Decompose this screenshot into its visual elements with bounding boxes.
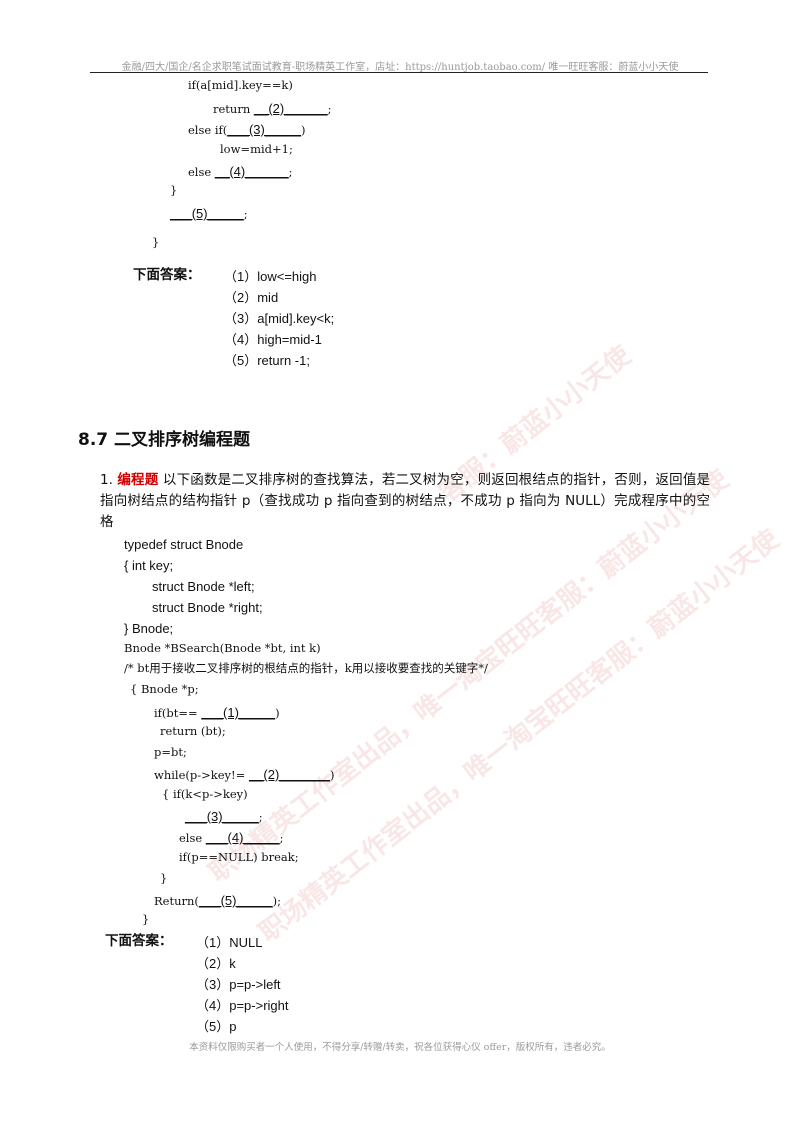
code-line: if(bt== ___(1)_____)	[154, 706, 280, 720]
code-text: ;	[243, 207, 248, 221]
fill-blank: ___(3)_____	[227, 122, 302, 137]
question-text: 1. 编程题 以下函数是二叉排序树的查找算法，若二叉树为空，则返回根结点的指针，…	[100, 470, 710, 533]
answer-item: （1）low<=high	[224, 269, 317, 284]
code-line: { if(k<p->key)	[162, 787, 248, 801]
code-text: )	[275, 706, 280, 720]
answer-item: （3）p=p->left	[196, 977, 281, 992]
code-text: Return(	[154, 894, 199, 908]
question-tag: 编程题	[117, 472, 159, 488]
code-text: ;	[288, 165, 293, 179]
answer-item: （2）mid	[224, 290, 279, 305]
fill-blank: ___(3)_____	[185, 809, 259, 824]
code-line: Bnode *BSearch(Bnode *bt, int k)	[124, 641, 321, 655]
code-line: p=bt;	[154, 745, 187, 759]
answer-item: （4）p=p->right	[196, 998, 289, 1013]
answer-item: （2）k	[196, 956, 236, 971]
header-divider	[90, 72, 708, 73]
code-text: else if(	[188, 123, 228, 137]
code-text: ;	[258, 810, 263, 824]
code-line: } Bnode;	[124, 621, 174, 636]
code-line: else ___(4)_____;	[179, 831, 283, 845]
code-text: ;	[279, 831, 284, 845]
code-text: else	[179, 831, 206, 845]
answer-label: 下面答案：	[133, 267, 201, 283]
page-header: 金融/四大/国企/名企求职笔试面试教育-职场精英工作室，店址：https://h…	[121, 62, 679, 73]
answer-item: （1）NULL	[196, 935, 263, 950]
code-line: { Bnode *p;	[130, 682, 199, 696]
code-line: }	[170, 183, 178, 197]
fill-blank: __(2)_______	[248, 767, 330, 782]
fill-blank: ___(1)_____	[201, 705, 276, 720]
code-line: return __(2)______;	[213, 102, 332, 116]
fill-blank: ___(5)_____	[198, 893, 273, 908]
code-line: typedef struct Bnode	[124, 537, 244, 552]
question-number: 1.	[100, 472, 118, 488]
code-line: return (bt);	[160, 724, 226, 738]
answer-item: （5）p	[196, 1019, 237, 1034]
watermark-text: 职场精英工作室出品，唯一淘宝旺旺客服：蔚蓝小小天使	[253, 524, 785, 949]
page-footer: 本资料仅限购买者一个人使用，不得分享/转赠/转卖，祝各位获得心仪 offer，版…	[189, 1042, 611, 1053]
fill-blank: ___(5)_____	[170, 206, 244, 221]
fill-blank: __(2)______	[253, 101, 328, 116]
code-line: while(p->key!= __(2)_______)	[154, 768, 334, 782]
fill-blank: ___(4)_____	[205, 830, 280, 845]
section-title: 8.7 二叉排序树编程题	[78, 430, 251, 450]
code-text: ;	[327, 102, 332, 116]
answer-item: （5）return -1;	[224, 353, 310, 368]
fill-blank: __(4)______	[214, 164, 289, 179]
code-line: if(a[mid].key==k)	[188, 78, 293, 92]
code-line: ___(5)_____;	[170, 207, 248, 221]
code-comment: /* bt用于接收二叉排序树的根结点的指针，k用以接收要查找的关键字*/	[124, 661, 488, 675]
code-line: else __(4)______;	[188, 165, 292, 179]
question-body: 以下函数是二叉排序树的查找算法，若二叉树为空，则返回根结点的指针，否则，返回值是…	[100, 472, 711, 530]
code-line: struct Bnode *right;	[152, 600, 263, 615]
code-text: else	[188, 165, 215, 179]
code-line: { int key;	[124, 558, 174, 573]
answer-item: （4）high=mid-1	[224, 332, 322, 347]
code-line: struct Bnode *left;	[152, 579, 255, 594]
code-text: )	[329, 768, 335, 782]
answer-label: 下面答案：	[105, 933, 173, 949]
code-line: Return(___(5)_____);	[154, 894, 281, 908]
code-line: low=mid+1;	[220, 142, 293, 156]
code-text: while(p->key!=	[154, 768, 249, 782]
code-line: ___(3)_____;	[185, 810, 263, 824]
code-text: )	[301, 123, 306, 137]
code-line: }	[142, 912, 150, 926]
code-line: }	[160, 871, 168, 885]
answer-item: （3）a[mid].key<k;	[224, 311, 335, 326]
code-text: if(bt==	[154, 706, 202, 720]
code-text: );	[272, 894, 281, 908]
code-line: if(p==NULL) break;	[179, 850, 299, 864]
code-line: }	[152, 235, 160, 249]
code-line: else if(___(3)_____)	[188, 123, 306, 137]
code-text: return	[213, 102, 254, 116]
